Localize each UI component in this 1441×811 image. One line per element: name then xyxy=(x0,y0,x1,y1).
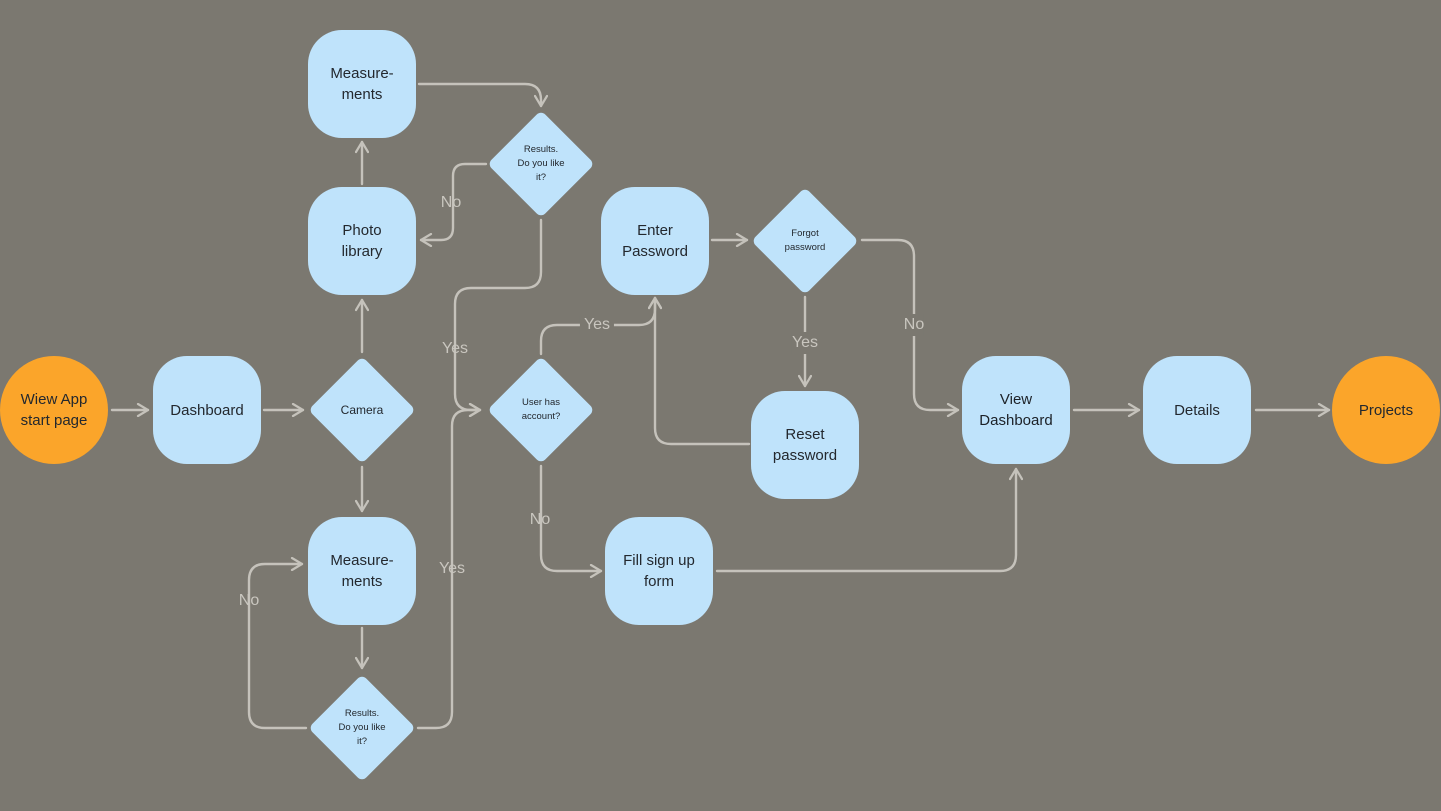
enter-password-node: Enter Password xyxy=(601,187,709,295)
results-bottom-decision-label: Results. Do you like it? xyxy=(338,708,386,747)
dashboard-node: Dashboard xyxy=(153,356,261,464)
edge-label-results-top-yes: Yes xyxy=(441,340,469,357)
user-has-account-decision: User has account? xyxy=(487,356,595,464)
reset-password-node: Reset password xyxy=(751,391,859,499)
results-top-decision-label: Results. Do you like it? xyxy=(517,144,565,183)
details-node: Details xyxy=(1143,356,1251,464)
edge-label-results-top-no: No xyxy=(440,194,462,211)
projects-node: Projects xyxy=(1332,356,1440,464)
edge-results-bottom-yes xyxy=(416,410,482,730)
user-has-account-decision-label: User has account? xyxy=(521,397,561,422)
edge-measurements-top-results-top xyxy=(417,82,541,108)
measurements-top-node-label: Measure-ments xyxy=(330,65,394,103)
edge-signup-view-dashboard xyxy=(715,467,1016,573)
edge-label-forgot-yes: Yes xyxy=(791,332,819,354)
edge-reset-enter-password xyxy=(655,296,751,446)
start-node: Wiew App start page xyxy=(0,356,108,464)
measurements-bottom-node: Measure-ments xyxy=(308,517,416,625)
fill-sign-up-node: Fill sign up form xyxy=(605,517,713,625)
edge-label-account-no: No xyxy=(529,511,551,528)
edge-label-forgot-no: No xyxy=(903,314,925,336)
view-dashboard-node-label: View Dashboard xyxy=(979,391,1053,429)
enter-password-node-label: Enter Password xyxy=(622,222,688,260)
photo-library-node: Photo library xyxy=(308,187,416,295)
start-node-label: Wiew App start page xyxy=(20,391,88,429)
edge-label-results-bottom-no: No xyxy=(238,592,260,609)
edge-results-bottom-no xyxy=(247,564,308,730)
edge-label-results-bottom-yes: Yes xyxy=(438,560,466,577)
forgot-password-decision: Forgot password xyxy=(751,187,859,295)
edge-account-no xyxy=(539,464,603,571)
projects-node-label: Projects xyxy=(1358,401,1414,419)
details-node-label: Details xyxy=(1174,401,1220,419)
fill-sign-up-node-label: Fill sign up form xyxy=(623,552,695,590)
camera-decision: Camera xyxy=(308,356,416,464)
edge-results-top-yes xyxy=(453,218,543,410)
view-dashboard-node: View Dashboard xyxy=(962,356,1070,464)
reset-password-node-label: Reset password xyxy=(772,426,838,464)
edge-label-account-yes: Yes xyxy=(579,316,615,334)
forgot-password-decision-label: Forgot password xyxy=(784,228,826,253)
measurements-bottom-node-label: Measure-ments xyxy=(330,552,394,590)
results-top-decision: Results. Do you like it? xyxy=(487,110,595,218)
photo-library-node-label: Photo library xyxy=(341,222,383,260)
measurements-top-node: Measure-ments xyxy=(308,30,416,138)
edge-results-top-no xyxy=(419,162,488,240)
dashboard-node-label: Dashboard xyxy=(170,401,244,419)
results-bottom-decision: Results. Do you like it? xyxy=(308,674,416,782)
camera-decision-label: Camera xyxy=(340,402,384,417)
